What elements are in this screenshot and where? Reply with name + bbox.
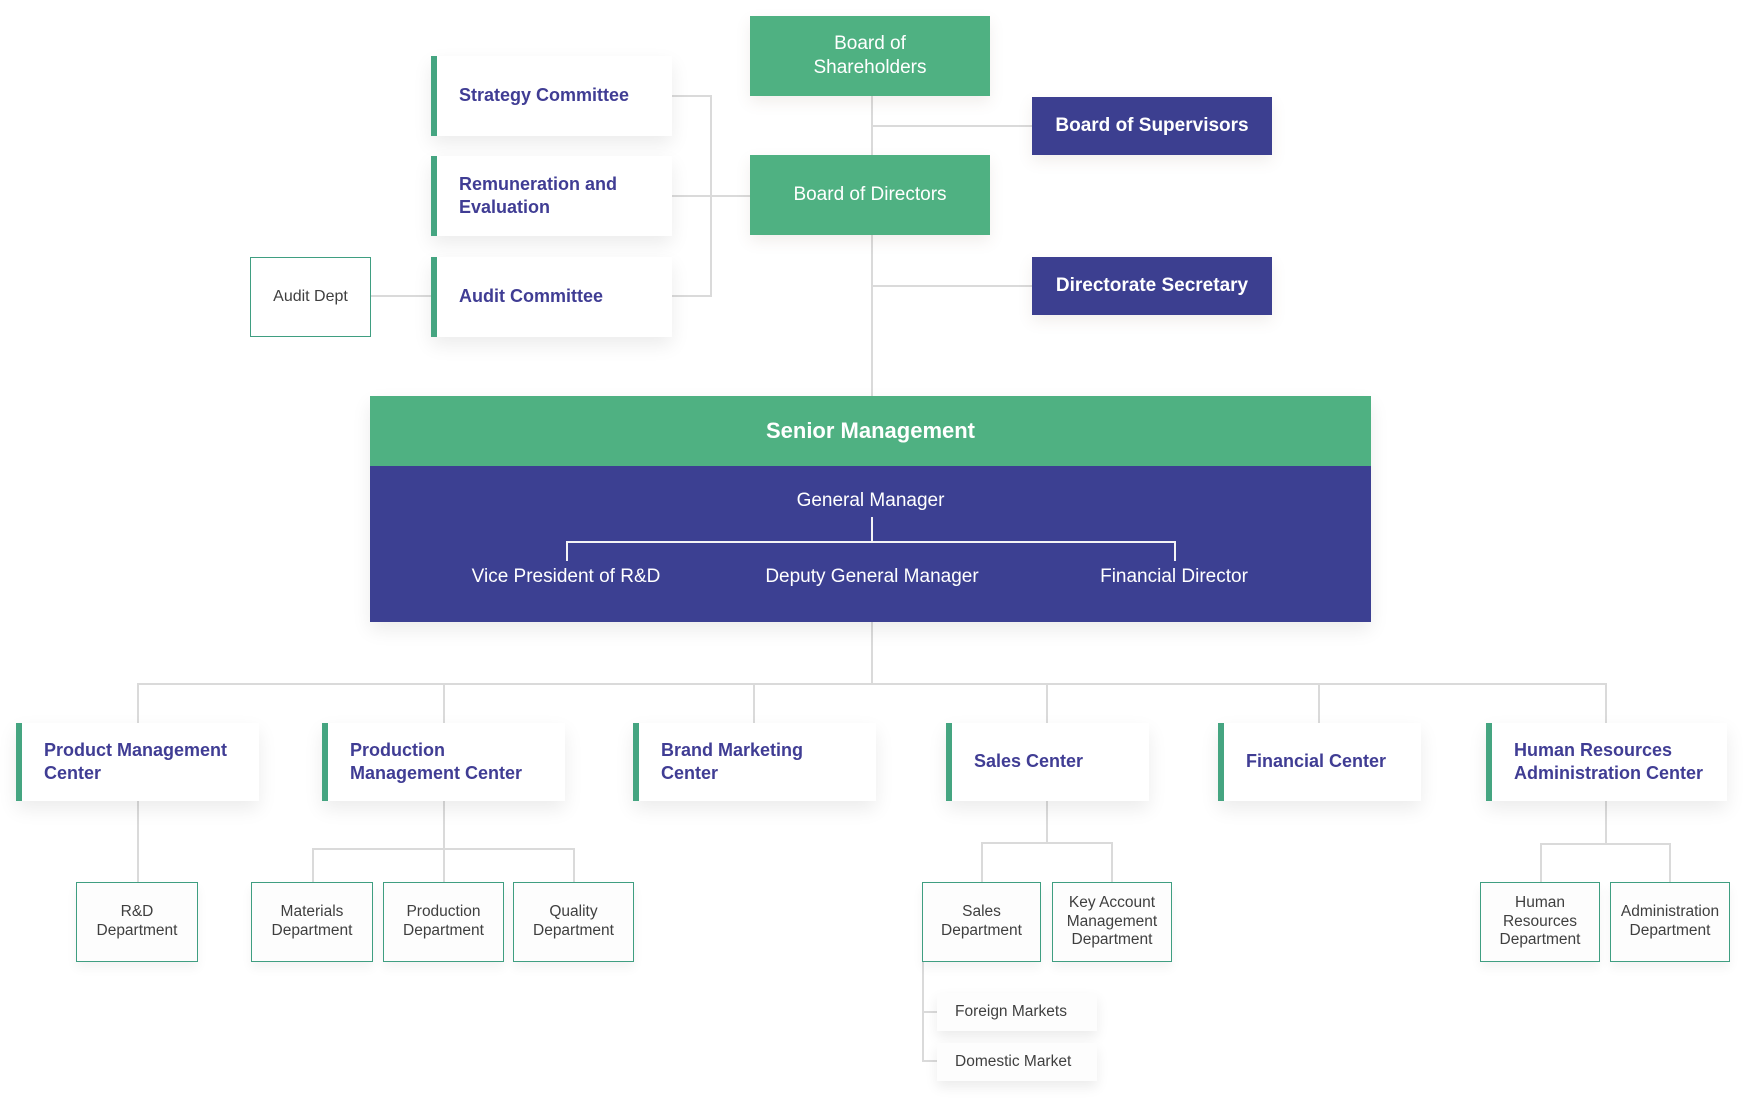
node-label: Brand Marketing Center [661,739,804,783]
node-production-management-center[interactable]: Production Management Center [322,723,565,801]
connector-production-d3 [573,848,575,882]
node-directorate-secretary[interactable]: Directorate Secretary [1032,257,1272,315]
connector-drop-hr [1605,683,1607,723]
connector-production-down [443,801,445,848]
node-label: Human Resources Administration Center [1514,739,1704,783]
node-financial-center[interactable]: Financial Center [1218,723,1421,801]
node-human-resources-department[interactable]: Human Resources Department [1480,882,1600,962]
connector-directors-senior [871,235,873,397]
node-label: Board of Supervisors [1055,115,1249,137]
node-label: Production Management Center [350,739,523,783]
node-product-management-center[interactable]: Product Management Center [16,723,259,801]
connector-production-d2 [443,848,445,882]
connector-strategy-stub [672,95,712,97]
inner-connector-right-drop [1174,541,1176,561]
connector-centers-trunk [137,683,1607,685]
connector-sales-d2 [1111,842,1113,882]
connector-drop-sales [1046,683,1048,723]
node-label: Audit Dept [273,288,348,306]
node-label: R&D Department [96,903,178,939]
connector-drop-brand [753,683,755,723]
connector-supervisors-stub [872,125,1032,127]
node-audit-dept[interactable]: Audit Dept [250,257,371,337]
general-manager-label: General Manager [796,490,945,511]
connector-auditdept-stub [371,295,431,297]
connector-domestic-stub [922,1060,938,1062]
node-foreign-markets[interactable]: Foreign Markets [937,993,1097,1031]
senior-management-block[interactable]: Senior Management General Manager Vice P… [370,396,1371,622]
connector-drop-financial [1318,683,1320,723]
connector-production-d1 [312,848,314,882]
inner-connector-branch [566,541,1176,543]
role-vp-rd: Vice President of R&D [471,566,661,587]
node-quality-department[interactable]: Quality Department [513,882,634,962]
connector-hr-d1 [1540,843,1542,882]
node-label: Audit Committee [459,286,603,307]
node-hr-administration-center[interactable]: Human Resources Administration Center [1486,723,1727,801]
connector-sales-split [981,842,1113,844]
node-label: Sales Center [974,751,1084,772]
connector-auditcommittee-stub [672,295,712,297]
connector-secretary-stub [872,285,1032,287]
connector-senior-trunk-drop [871,622,873,683]
node-board-of-shareholders[interactable]: Board of Shareholders [750,16,990,96]
node-label: Financial Center [1246,751,1387,772]
node-label: Strategy Committee [459,85,630,106]
connector-hr-split [1540,843,1671,845]
node-label: Materials Department [271,903,353,939]
connector-hr-d2 [1669,843,1671,882]
node-key-account-management-department[interactable]: Key Account Management Department [1052,882,1172,962]
node-label: Board of Directors [793,184,947,206]
connector-sales-d1 [981,842,983,882]
node-label: Remuneration and Evaluation [459,173,618,217]
node-label: Directorate Secretary [1055,275,1249,297]
node-label: Board of Shareholders [813,33,927,78]
role-financial-director: Financial Director [1100,566,1248,587]
node-label: Human Resources Department [1499,893,1581,949]
connector-drop-product [137,683,139,723]
inner-connector-gm-drop [871,517,873,541]
node-label: Administration Department [1620,903,1720,939]
node-rd-department[interactable]: R&D Department [76,882,198,962]
connector-sales-down [1046,801,1048,842]
connector-hr-down [1605,801,1607,843]
node-administration-department[interactable]: Administration Department [1610,882,1730,962]
inner-connector-left-drop [566,541,568,561]
node-materials-department[interactable]: Materials Department [251,882,373,962]
node-audit-committee[interactable]: Audit Committee [431,257,672,337]
node-label: Sales Department [941,903,1022,939]
node-sales-center[interactable]: Sales Center [946,723,1149,801]
node-label: Production Department [403,903,484,939]
senior-management-body: General Manager Vice President of R&D De… [370,466,1371,622]
node-label: Product Management Center [44,739,228,783]
node-strategy-committee[interactable]: Strategy Committee [431,56,672,136]
role-deputy-gm: Deputy General Manager [765,566,979,587]
node-brand-marketing-center[interactable]: Brand Marketing Center [633,723,876,801]
connector-remuneration-stub [672,195,750,197]
connector-drop-production [443,683,445,723]
node-label: Quality Department [533,903,614,939]
node-board-of-directors[interactable]: Board of Directors [750,155,990,235]
node-domestic-market[interactable]: Domestic Market [937,1043,1097,1081]
connector-product-rd [137,801,139,882]
senior-management-title-bar: Senior Management [370,396,1371,466]
node-sales-department[interactable]: Sales Department [922,882,1041,962]
node-production-department[interactable]: Production Department [383,882,504,962]
node-label: Domestic Market [955,1053,1072,1070]
senior-management-title: Senior Management [765,418,976,443]
node-remuneration-and-evaluation[interactable]: Remuneration and Evaluation [431,156,672,236]
node-label: Key Account Management Department [1066,893,1158,949]
node-label: Foreign Markets [955,1003,1067,1020]
connector-foreign-stub [922,1011,938,1013]
node-board-of-supervisors[interactable]: Board of Supervisors [1032,97,1272,155]
